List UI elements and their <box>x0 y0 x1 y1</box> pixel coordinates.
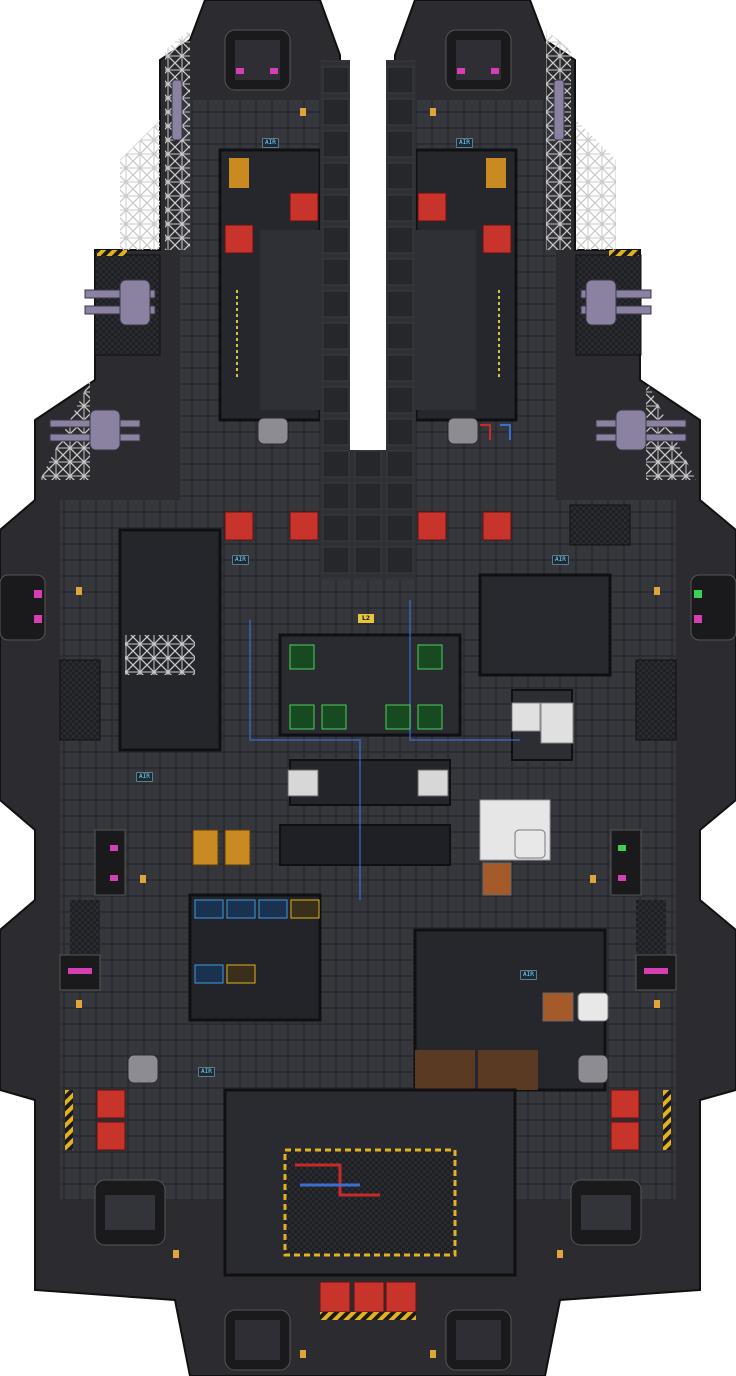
engine-icon <box>224 1309 291 1371</box>
engine-icon <box>94 829 126 896</box>
toilet-icon <box>514 829 609 1022</box>
room-lower-right <box>413 928 607 1092</box>
cargo-crate-icon <box>96 192 640 1313</box>
air-canister-label: AIR <box>262 138 279 148</box>
turret-icon <box>49 409 141 451</box>
vending-machine-icon <box>192 158 574 866</box>
turret-icon <box>595 409 687 451</box>
room-left-mid <box>118 528 222 752</box>
air-canister-label: AIR <box>552 555 569 565</box>
turret-icon <box>580 279 652 326</box>
generator-icon <box>570 1179 642 1246</box>
air-canister-label: AIR <box>520 970 537 980</box>
turret-icon <box>84 279 156 326</box>
engine-icon <box>0 574 46 641</box>
engine-icon <box>445 1309 512 1371</box>
cargo-bay <box>223 1088 517 1277</box>
airlock-icon <box>127 417 609 1084</box>
engine-icon <box>445 29 512 91</box>
engine-icon <box>610 829 642 896</box>
room-right-mid <box>478 573 612 861</box>
pipes <box>249 424 520 900</box>
air-canister-label: AIR <box>232 555 249 565</box>
deck-sign: L2 <box>358 614 374 623</box>
room-upper-left <box>218 148 322 422</box>
air-canister-label: AIR <box>198 1067 215 1077</box>
engine-icon <box>224 29 291 91</box>
wall-lights <box>76 108 660 1358</box>
console-icon <box>194 644 443 984</box>
engine-icon <box>690 574 736 641</box>
air-canister-label: AIR <box>136 772 153 782</box>
bed-icon <box>287 769 574 1022</box>
engine-icon <box>635 954 677 991</box>
generator-icon <box>94 1179 166 1246</box>
engine-icon <box>59 954 101 991</box>
truss-right <box>546 30 696 480</box>
air-canister-label: AIR <box>456 138 473 148</box>
room-upper-right <box>414 148 518 422</box>
